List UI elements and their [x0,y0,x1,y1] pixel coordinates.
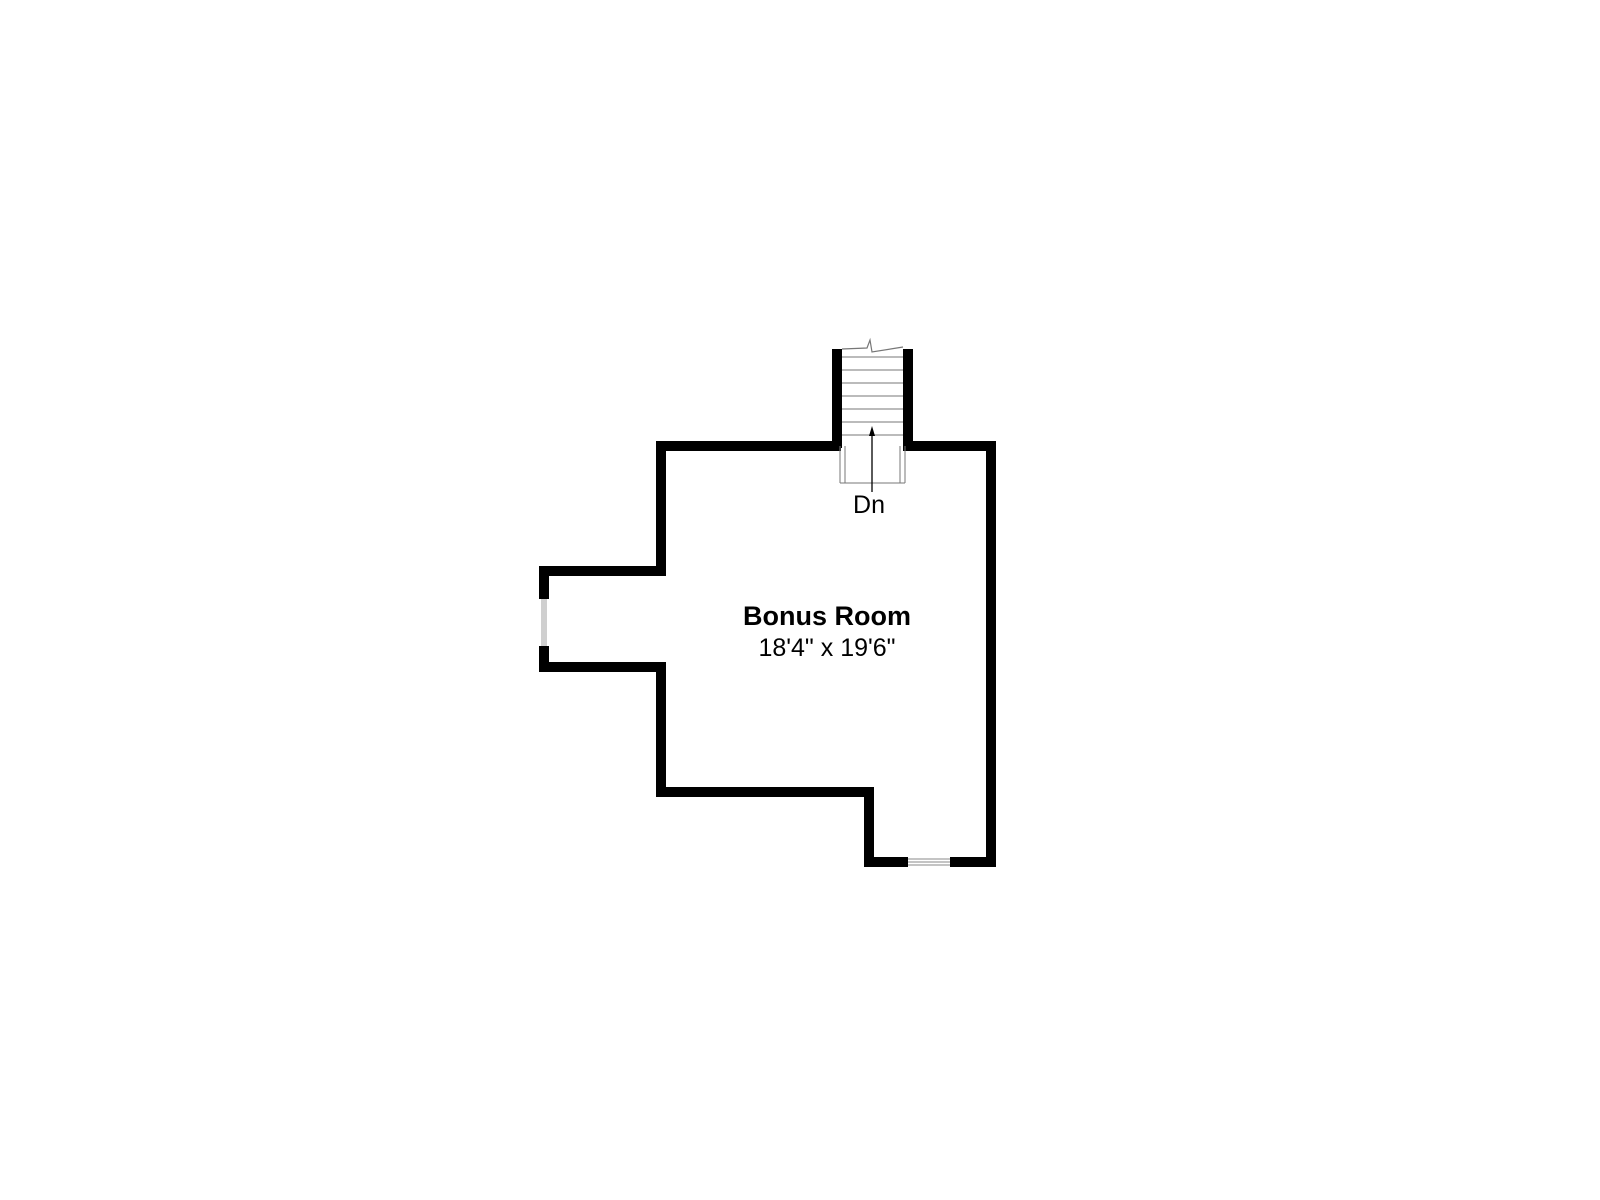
stair-wall-left [832,349,842,448]
stair-wall-right [903,349,913,448]
left-window [539,599,549,646]
staircase: Dn [832,337,913,519]
stair-direction-label: Dn [853,491,885,519]
room-label: Bonus Room 18'4" x 19'6" [743,601,911,662]
stair-arrow-icon [869,426,875,492]
window-glass [541,599,547,646]
exterior-walls [539,441,996,867]
room-dimensions: 18'4" x 19'6" [758,634,895,662]
stair-treads [842,356,903,436]
stair-break-line [841,337,904,353]
room-name: Bonus Room [743,601,911,631]
bottom-window [908,857,950,867]
room-wall-outline [539,441,996,867]
